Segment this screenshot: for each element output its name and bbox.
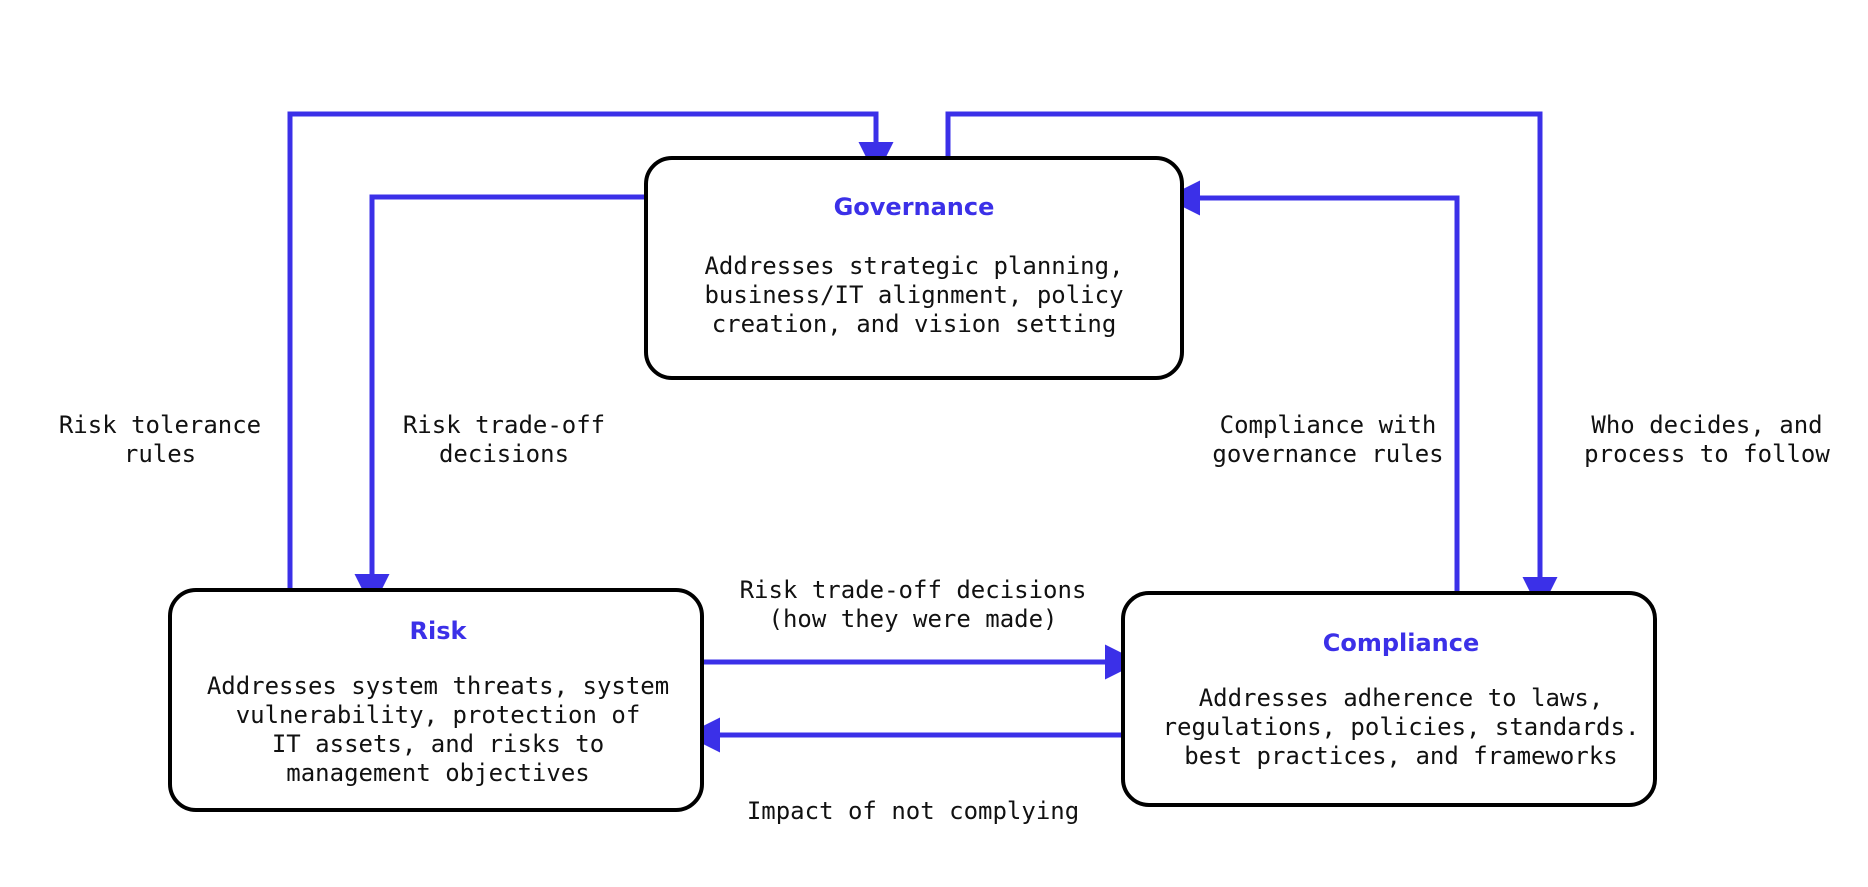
edge-label-risk-to-governance-line-1: Risk tolerance (59, 411, 261, 439)
node-governance-body-line-3: creation, and vision setting (712, 310, 1117, 338)
node-risk-body-line-1: Addresses system threats, system (207, 672, 669, 700)
edge-label-risk-to-governance-line-2: rules (124, 440, 196, 468)
node-compliance-body-line-3: best practices, and frameworks (1184, 742, 1617, 770)
node-governance[interactable] (644, 156, 1184, 380)
edge-label-compliance-to-governance-line-1: Compliance with (1220, 411, 1437, 439)
edge-label-compliance-to-risk-line-1: Impact of not complying (747, 797, 1079, 825)
edge-label-governance-to-compliance-line-1: Who decides, and (1591, 411, 1822, 439)
edge-label-risk-to-compliance-line-2: (how they were made) (769, 605, 1058, 633)
node-governance-body-line-1: Addresses strategic planning, (704, 252, 1123, 280)
node-compliance-body-line-1: Addresses adherence to laws, (1199, 684, 1604, 712)
node-risk-title: Risk (410, 617, 468, 645)
node-risk[interactable] (168, 588, 704, 812)
edge-governance-to-risk (354, 194, 646, 609)
edge-compliance-to-governance (1165, 180, 1460, 593)
node-governance-body-line-2: business/IT alignment, policy (704, 281, 1123, 309)
node-compliance-body-line-2: regulations, policies, standards. (1163, 713, 1640, 741)
edge-label-risk-to-compliance-line-1: Risk trade-off decisions (740, 576, 1087, 604)
node-compliance[interactable] (1121, 591, 1657, 807)
edge-risk-to-governance (287, 111, 894, 590)
edge-governance-to-compliance (945, 111, 1558, 612)
node-governance-title: Governance (834, 193, 995, 221)
node-risk-body-line-4: management objectives (286, 759, 589, 787)
edge-label-governance-to-risk-line-1: Risk trade-off (403, 411, 605, 439)
edge-label-governance-to-compliance-line-2: process to follow (1584, 440, 1830, 468)
node-risk-body-line-2: vulnerability, protection of (236, 701, 641, 729)
node-compliance-title: Compliance (1323, 629, 1480, 657)
edge-label-compliance-to-governance-line-2: governance rules (1212, 440, 1443, 468)
edge-label-governance-to-risk-line-2: decisions (439, 440, 569, 468)
node-risk-body-line-3: IT assets, and risks to (272, 730, 604, 758)
